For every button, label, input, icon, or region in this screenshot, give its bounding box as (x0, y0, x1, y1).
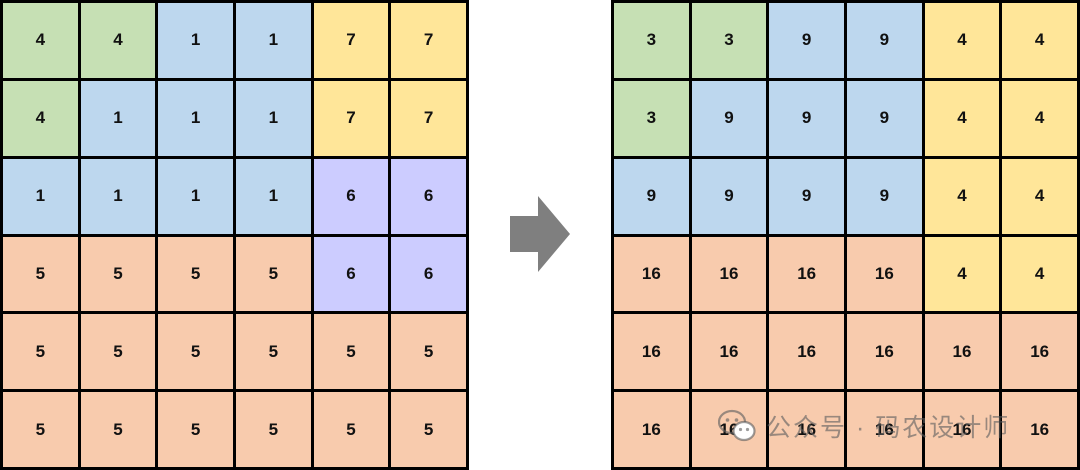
grid-cell: 7 (391, 80, 466, 156)
grid-cell: 16 (769, 392, 844, 467)
grid-cell: 16 (924, 314, 1000, 390)
grid-cell: 16 (846, 236, 922, 312)
grid-cell: 9 (769, 80, 844, 156)
grid-cell: 16 (614, 236, 689, 312)
grid-cell: 9 (846, 158, 922, 234)
grid-cell: 4 (924, 80, 1000, 156)
grid-cell: 1 (158, 158, 233, 234)
grid-cell: 7 (391, 3, 466, 78)
grid-cell: 3 (614, 3, 689, 78)
grid-cell: 16 (769, 236, 844, 312)
grid-cell: 6 (313, 236, 389, 312)
grid-cell: 9 (691, 158, 767, 234)
grid-cell: 4 (1002, 3, 1077, 78)
grid-cell: 16 (614, 392, 689, 467)
grid-cell: 1 (158, 80, 233, 156)
grid-cell: 4 (3, 80, 78, 156)
grid-cell: 16 (691, 392, 767, 467)
grid-cell: 16 (691, 236, 767, 312)
grid-cell: 16 (846, 392, 922, 467)
grid-cell: 7 (313, 80, 389, 156)
grid-cell: 16 (614, 314, 689, 390)
grid-cell: 16 (1002, 314, 1077, 390)
grid-cell: 4 (924, 158, 1000, 234)
grid-cell: 5 (80, 236, 156, 312)
grid-cell: 16 (1002, 392, 1077, 467)
grid-cell: 9 (769, 158, 844, 234)
grid-cell: 6 (391, 158, 466, 234)
grid-cell: 1 (158, 3, 233, 78)
grid-cell: 9 (846, 3, 922, 78)
grid-cell: 3 (614, 80, 689, 156)
grid-cell: 5 (80, 314, 156, 390)
grid-cell: 5 (235, 392, 311, 467)
grid-cell: 5 (3, 314, 78, 390)
grid-cell: 5 (235, 314, 311, 390)
grid-cell: 6 (313, 158, 389, 234)
grid-cell: 4 (1002, 158, 1077, 234)
grid-cell: 1 (235, 80, 311, 156)
grid-cell: 16 (769, 314, 844, 390)
grid-cell: 5 (158, 236, 233, 312)
grid-cell: 5 (391, 314, 466, 390)
grid-cell: 4 (924, 3, 1000, 78)
grid-cell: 5 (313, 392, 389, 467)
grid-cell: 5 (80, 392, 156, 467)
grid-cell: 5 (313, 314, 389, 390)
grid-cell: 16 (924, 392, 1000, 467)
grid-cell: 5 (158, 314, 233, 390)
grid-cell: 1 (3, 158, 78, 234)
grid-cell: 5 (235, 236, 311, 312)
grid-cell: 16 (846, 314, 922, 390)
grid-cell: 7 (313, 3, 389, 78)
grid-cell: 5 (391, 392, 466, 467)
grid-cell: 4 (924, 236, 1000, 312)
grid-cell: 4 (3, 3, 78, 78)
grid-cell: 9 (769, 3, 844, 78)
grid-cell: 16 (691, 314, 767, 390)
grid-cell: 4 (1002, 80, 1077, 156)
grid-cell: 1 (235, 3, 311, 78)
grid-cell: 4 (1002, 236, 1077, 312)
grid-cell: 5 (3, 236, 78, 312)
grid-cell: 1 (80, 158, 156, 234)
grid-cell: 5 (3, 392, 78, 467)
grid-cell: 1 (80, 80, 156, 156)
grid-cell: 4 (80, 3, 156, 78)
right-arrow-icon (510, 196, 570, 272)
grid-cell: 1 (235, 158, 311, 234)
grid-cell: 9 (691, 80, 767, 156)
grid-cell: 6 (391, 236, 466, 312)
grid-cell: 9 (614, 158, 689, 234)
grid-cell: 3 (691, 3, 767, 78)
grid-cell: 9 (846, 80, 922, 156)
grid-cell: 5 (158, 392, 233, 467)
